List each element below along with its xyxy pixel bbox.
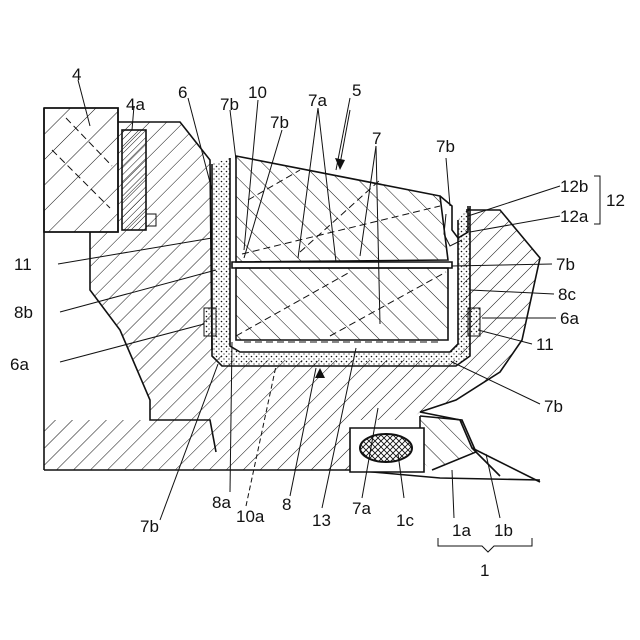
label-11-right: 11 — [536, 335, 554, 354]
part-7-upper-block — [236, 156, 448, 262]
label-12a: 12a — [560, 207, 589, 226]
label-6: 6 — [178, 83, 187, 102]
label-10a: 10a — [236, 507, 265, 526]
label-12: 12 — [606, 191, 625, 210]
label-7b-right: 7b — [556, 255, 575, 274]
label-7a-bottom: 7a — [352, 499, 371, 518]
label-7a-top: 7a — [308, 91, 327, 110]
label-4a: 4a — [126, 95, 145, 114]
label-1a: 1a — [452, 521, 471, 540]
label-8: 8 — [282, 495, 291, 514]
label-8a: 8a — [212, 493, 231, 512]
label-5: 5 — [352, 81, 361, 100]
label-12b: 12b — [560, 177, 588, 196]
label-7b-a: 7b — [220, 95, 239, 114]
label-13: 13 — [312, 511, 331, 530]
part-4-block — [44, 108, 118, 232]
part-1a-ring — [420, 416, 476, 470]
label-7-top: 7 — [372, 129, 381, 148]
arrow-5 — [335, 110, 350, 170]
label-7b-c: 7b — [436, 137, 455, 156]
label-8b: 8b — [14, 303, 33, 322]
part-7-lower-block — [236, 268, 448, 342]
part-10-layer — [232, 262, 452, 268]
label-1: 1 — [480, 561, 489, 580]
label-8c: 8c — [558, 285, 576, 304]
label-4: 4 — [72, 65, 81, 84]
label-7b-bottom: 7b — [140, 517, 159, 536]
label-11-left: 11 — [14, 255, 32, 274]
label-6a-left: 6a — [10, 355, 29, 374]
label-10: 10 — [248, 83, 267, 102]
label-1c: 1c — [396, 511, 414, 530]
label-1b: 1b — [494, 521, 513, 540]
part-6a-lug-right — [468, 308, 480, 336]
label-6a-right: 6a — [560, 309, 579, 328]
label-7b-lower-right: 7b — [544, 397, 563, 416]
label-7b-b: 7b — [270, 113, 289, 132]
part-1c-oring — [350, 428, 424, 472]
part-6a-lug-left — [204, 308, 216, 336]
